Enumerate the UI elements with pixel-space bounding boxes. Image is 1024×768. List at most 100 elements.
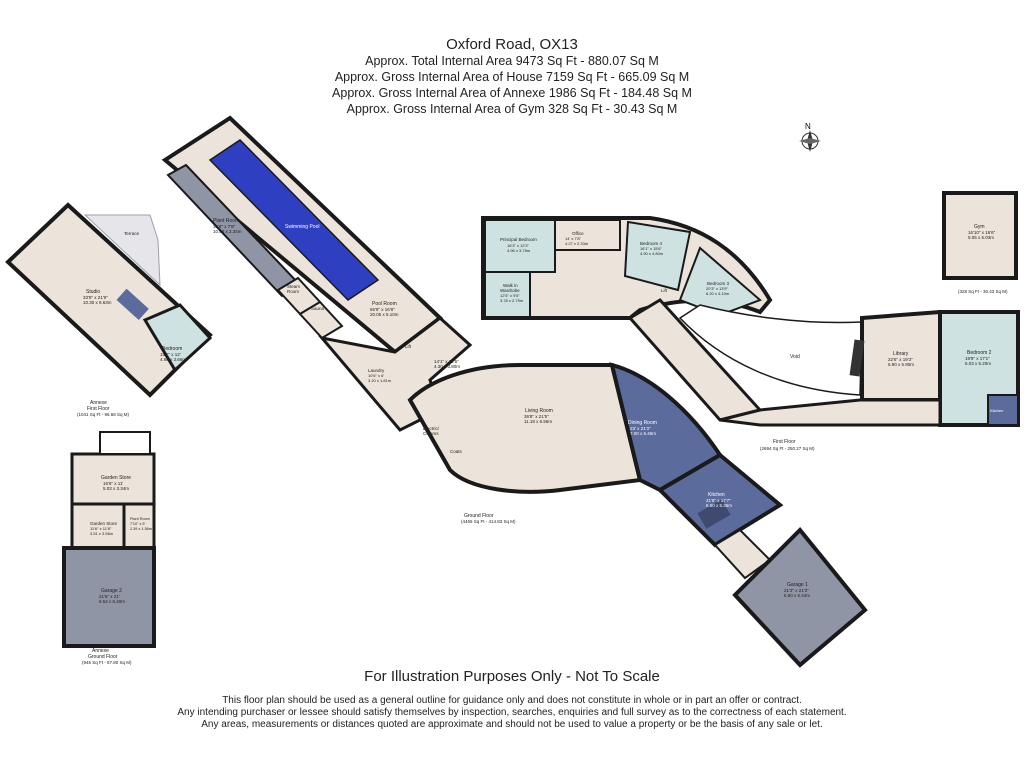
house-area-line: Approx. Gross Internal Area of House 715… — [334, 70, 690, 84]
svg-text:Plant Room: Plant Room — [130, 517, 150, 521]
dining-room-label: Dining Room — [628, 420, 657, 426]
total-area-line: Approx. Total Internal Area 9473 Sq Ft -… — [365, 54, 659, 68]
ground-floor-label: Ground Floor — [464, 513, 494, 519]
svg-text:Electric/: Electric/ — [423, 426, 440, 431]
svg-text:(1041 Sq Ft - 96.68 Sq M): (1041 Sq Ft - 96.68 Sq M) — [77, 412, 130, 417]
svg-text:16'3" x 12'3": 16'3" x 12'3" — [507, 243, 530, 248]
svg-text:16'6" x 11': 16'6" x 11' — [103, 481, 123, 486]
svg-text:16'10" x 16'6": 16'10" x 16'6" — [968, 230, 996, 235]
annexe-area-line: Approx. Gross Internal Area of Annexe 19… — [332, 86, 692, 100]
svg-text:Principal Bedroom: Principal Bedroom — [500, 237, 537, 242]
svg-text:Garage 2: Garage 2 — [101, 588, 122, 594]
svg-text:6.54 x 6.40m: 6.54 x 6.40m — [99, 599, 125, 604]
terrace — [83, 214, 161, 287]
garden-store-2 — [70, 502, 126, 550]
svg-text:7'10" x 5': 7'10" x 5' — [130, 522, 146, 526]
svg-text:3.51 x 3.56m: 3.51 x 3.56m — [90, 531, 114, 536]
first-floor-kitchen — [987, 394, 1019, 426]
svg-text:10'6" x 6': 10'6" x 6' — [368, 373, 384, 378]
svg-text:(328 Sq Ft - 30.43 Sq M): (328 Sq Ft - 30.43 Sq M) — [958, 289, 1008, 294]
svg-text:21'3" x 21'3": 21'3" x 21'3" — [784, 588, 809, 593]
svg-text:4.90 x 4.80m: 4.90 x 4.80m — [640, 251, 664, 256]
svg-text:14'1" x 12'6": 14'1" x 12'6" — [434, 359, 459, 364]
library-label: Library — [893, 351, 909, 357]
svg-text:4.27 x 2.33m: 4.27 x 2.33m — [565, 241, 589, 246]
svg-text:14' x 7'8": 14' x 7'8" — [565, 236, 582, 241]
compass-icon: N — [799, 122, 821, 152]
studio-label: Studio — [86, 289, 100, 295]
svg-text:6.90 x 5.90m: 6.90 x 5.90m — [888, 362, 914, 367]
svg-text:Steam: Steam — [287, 284, 300, 289]
svg-text:23' x 21'3": 23' x 21'3" — [630, 426, 651, 431]
kitchen-label: Kitchen — [708, 492, 725, 498]
svg-text:(4465 Sq Ft - 414.83 Sq M): (4465 Sq Ft - 414.83 Sq M) — [461, 519, 516, 524]
svg-text:12'5" x 9'5": 12'5" x 9'5" — [500, 293, 520, 298]
svg-text:7.00 x 6.46m: 7.00 x 6.46m — [630, 431, 656, 436]
svg-text:Coats: Coats — [450, 449, 463, 454]
svg-text:Void: Void — [790, 354, 800, 360]
svg-text:Office: Office — [572, 231, 584, 236]
svg-text:Bedroom 4: Bedroom 4 — [640, 241, 663, 246]
gym-plan: Gym 16'10" x 16'6" 5.05 x 5.03m (328 Sq … — [942, 191, 1018, 294]
first-floor-corridor — [719, 398, 942, 427]
studio — [5, 202, 213, 398]
annexe-bedroom — [142, 303, 213, 373]
svg-text:Garden Store: Garden Store — [90, 521, 118, 526]
gym-area-line: Approx. Gross Internal Area of Gym 328 S… — [346, 102, 678, 116]
svg-text:20'3" x 13'9": 20'3" x 13'9" — [706, 286, 729, 291]
svg-text:Comms: Comms — [423, 431, 439, 436]
ground-floor-plan: Plant Room 35'8" x 7'8" 10.88 x 2.34m Sw… — [161, 115, 868, 668]
svg-text:6.20 x 4.10m: 6.20 x 4.10m — [706, 291, 730, 296]
svg-text:15'1" x 12': 15'1" x 12' — [160, 352, 181, 357]
svg-text:5.05 x 5.03m: 5.05 x 5.03m — [968, 235, 994, 240]
svg-text:35'8" x 7'8": 35'8" x 7'8" — [213, 224, 236, 229]
bedroom-2-label: Bedroom 2 — [967, 350, 992, 356]
svg-text:16'1" x 15'6": 16'1" x 15'6" — [640, 246, 663, 251]
annexe-first-floor-plan: Terrace Studio 33'9" x 21'9" 10.30 x 6.6… — [5, 202, 213, 417]
plant-room-label: Plant Room — [213, 218, 239, 224]
pool-room-label: Pool Room — [372, 301, 397, 307]
annexe-lobby — [99, 431, 151, 455]
gym — [942, 191, 1018, 280]
garage-2 — [62, 546, 156, 648]
svg-text:Room: Room — [287, 289, 299, 294]
kitchen-island — [697, 499, 731, 529]
svg-text:(2694 Sq Ft - 250.27 Sq M): (2694 Sq Ft - 250.27 Sq M) — [760, 446, 815, 451]
not-to-scale-notice: For Illustration Purposes Only - Not To … — [364, 668, 660, 685]
compass-label: N — [805, 122, 811, 131]
svg-text:6.60 x 5.36m: 6.60 x 5.36m — [706, 503, 732, 508]
sauna-room — [298, 300, 344, 340]
svg-text:4.60 x 3.66m: 4.60 x 3.66m — [160, 357, 186, 362]
annexe-first-label: Annexe — [90, 400, 107, 406]
svg-text:Terrace: Terrace — [124, 231, 140, 236]
swimming-pool — [208, 139, 380, 301]
svg-text:Kitchen: Kitchen — [990, 408, 1003, 413]
living-room — [407, 363, 643, 494]
svg-text:22'6" x 19'3": 22'6" x 19'3" — [888, 357, 913, 362]
svg-text:19'9" x 17'1": 19'9" x 17'1" — [965, 356, 990, 361]
svg-text:3.20 x 1.81m: 3.20 x 1.81m — [368, 378, 392, 383]
svg-text:Lift: Lift — [405, 344, 412, 349]
annexe-ground-floor-plan: Garden Store 16'6" x 11' 5.03 x 3.34m Ga… — [62, 431, 156, 665]
kitchen — [656, 452, 784, 548]
svg-text:(945 Sq Ft - 87.80 Sq M): (945 Sq Ft - 87.80 Sq M) — [82, 660, 132, 665]
principal-bedroom — [484, 219, 556, 273]
svg-text:10.88 x 2.34m: 10.88 x 2.34m — [213, 229, 242, 234]
svg-text:33'9" x 21'9": 33'9" x 21'9" — [83, 295, 108, 300]
svg-text:Wardrobe: Wardrobe — [500, 288, 520, 293]
svg-text:10.30 x 6.63m: 10.30 x 6.63m — [83, 300, 112, 305]
svg-text:4.30 x 3.80m: 4.30 x 3.80m — [434, 364, 460, 369]
annexe-plant-room — [122, 502, 156, 550]
svg-text:First Floor: First Floor — [87, 406, 110, 412]
svg-text:11.18 x 6.58m: 11.18 x 6.58m — [524, 419, 552, 424]
svg-text:6.03 x 5.20m: 6.03 x 5.20m — [965, 361, 991, 366]
annexe-ground-label: Annexe — [92, 648, 109, 654]
svg-text:Bedroom 3: Bedroom 3 — [707, 281, 730, 286]
svg-text:Ground Floor: Ground Floor — [88, 654, 118, 660]
svg-text:65'9" x 16'8": 65'9" x 16'8" — [370, 307, 395, 312]
first-floor-plan: Principal Bedroom 16'3" x 12'3" 4.96 x 3… — [481, 216, 1020, 451]
svg-text:Walk in: Walk in — [503, 283, 518, 288]
svg-text:2.39 x 1.56m: 2.39 x 1.56m — [130, 527, 152, 531]
studio-island — [116, 288, 149, 320]
